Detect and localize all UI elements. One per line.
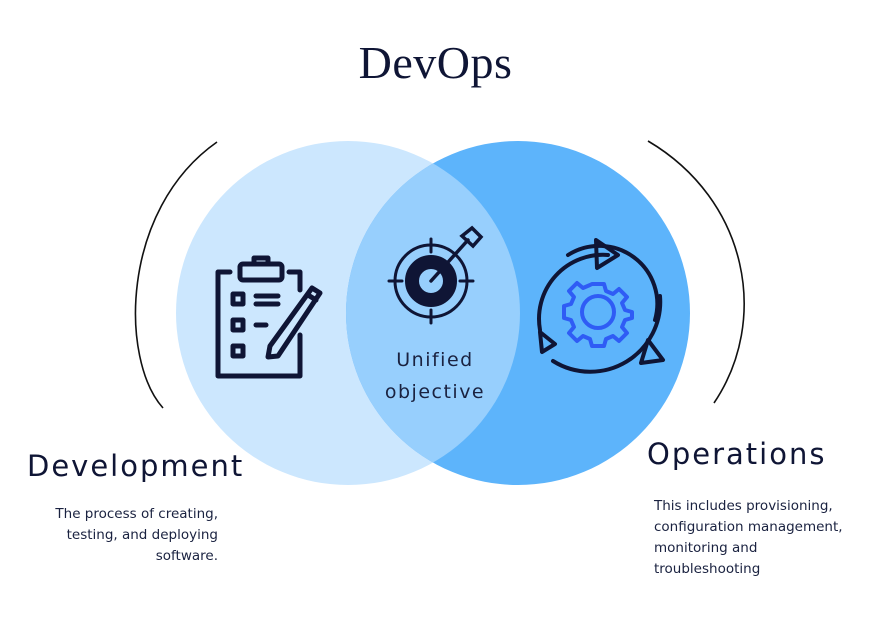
operations-desc-line: troubleshooting	[654, 561, 761, 577]
unified-line-2: objective	[384, 381, 486, 403]
left-bracket-arc	[134, 141, 218, 409]
unified-objective-label: Unified objective	[360, 344, 510, 408]
development-desc-line: software.	[155, 548, 218, 564]
development-desc-line: testing, and deploying	[66, 527, 218, 543]
development-heading: Development	[27, 449, 245, 483]
operations-heading: Operations	[647, 437, 827, 471]
development-desc-line: The process of creating,	[55, 506, 218, 522]
operations-desc-line: monitoring and	[654, 540, 758, 556]
unified-line-1: Unified	[396, 349, 474, 371]
right-bracket-arc	[647, 140, 745, 404]
page-title: DevOps	[358, 37, 513, 88]
gear-cycle-icon	[537, 238, 665, 374]
operations-desc-line: configuration management,	[654, 519, 843, 535]
operations-description: This includes provisioning, configuratio…	[654, 496, 864, 580]
target-arrow-icon	[387, 225, 484, 325]
clipboard-checklist-pencil-icon	[215, 255, 323, 379]
operations-desc-line: This includes provisioning,	[654, 498, 833, 514]
overlap-region	[346, 141, 520, 485]
development-description: The process of creating, testing, and de…	[20, 504, 218, 567]
